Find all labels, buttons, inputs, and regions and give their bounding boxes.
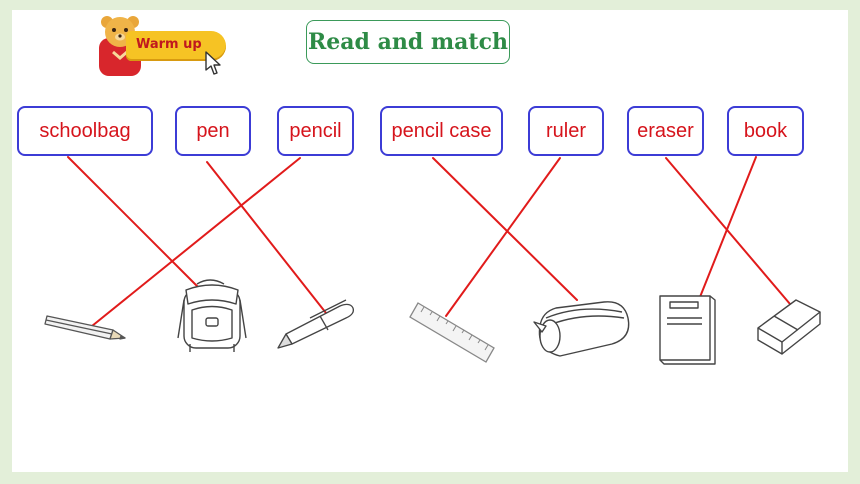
match-line-pencil xyxy=(91,157,301,327)
pen-icon xyxy=(277,299,354,349)
match-line-pencil-case xyxy=(432,157,578,301)
eraser-icon xyxy=(757,299,821,355)
match-line-ruler xyxy=(445,157,561,317)
ruler-icon xyxy=(409,302,495,363)
match-lines xyxy=(67,156,791,327)
word-card-eraser[interactable]: eraser xyxy=(627,106,704,156)
pencil-case-icon xyxy=(533,301,630,357)
match-line-book xyxy=(699,156,757,298)
cursor-arrow-icon xyxy=(205,51,221,75)
schoolbag-icon xyxy=(177,279,247,352)
word-card-book[interactable]: book xyxy=(727,106,804,156)
word-card-schoolbag[interactable]: schoolbag xyxy=(17,106,153,156)
page-title: Read and match xyxy=(306,20,510,64)
word-card-pen[interactable]: pen xyxy=(175,106,251,156)
pencil-icon xyxy=(44,315,126,340)
word-card-ruler[interactable]: ruler xyxy=(528,106,604,156)
match-line-eraser xyxy=(665,157,791,305)
warm-up-label: Warm up xyxy=(136,37,202,52)
book-icon xyxy=(659,295,716,365)
match-line-schoolbag xyxy=(67,156,199,288)
match-line-pen xyxy=(206,161,327,314)
word-card-pencil[interactable]: pencil xyxy=(277,106,354,156)
word-card-pencil-case[interactable]: pencil case xyxy=(380,106,503,156)
warm-up-badge[interactable]: Warm up xyxy=(96,12,228,78)
